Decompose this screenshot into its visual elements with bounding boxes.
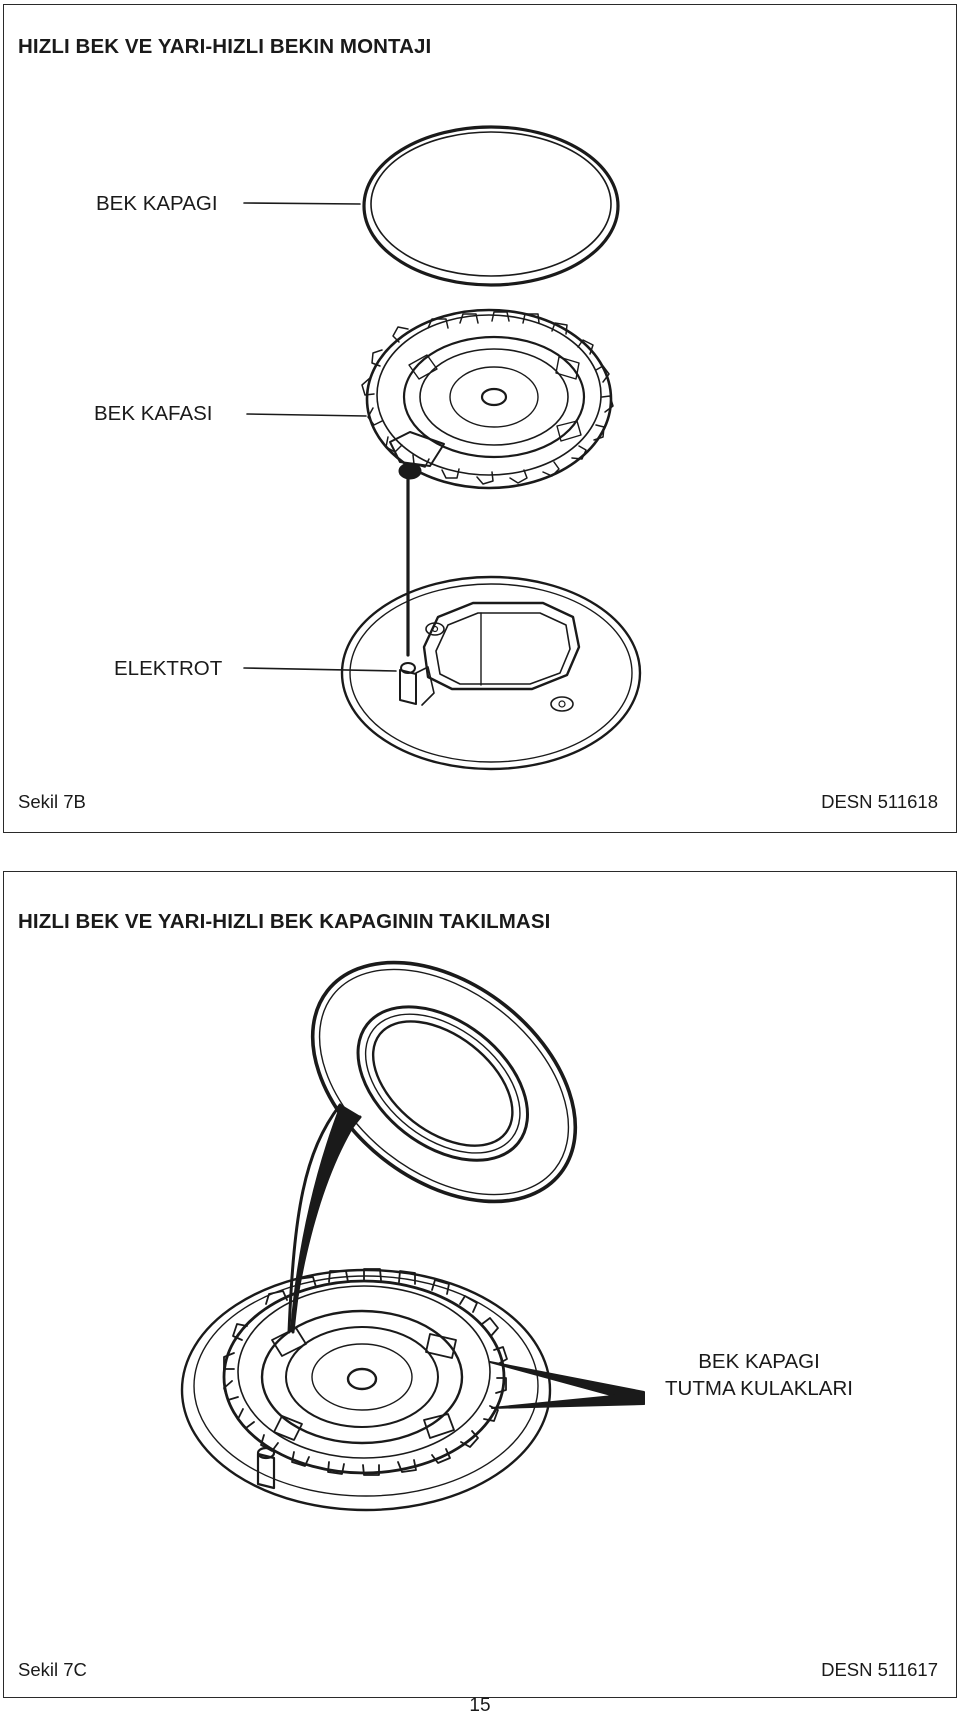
tabs-label-line1: BEK KAPAGI bbox=[698, 1350, 820, 1373]
figure-7c-panel: HIZLI BEK VE YARI-HIZLI BEK KAPAGININ TA… bbox=[3, 871, 957, 1698]
figure-7b-title: HIZLI BEK VE YARI-HIZLI BEKIN MONTAJI bbox=[18, 35, 432, 58]
burner-head-drawing bbox=[361, 308, 614, 490]
cap-label: BEK KAPAGI bbox=[96, 192, 218, 215]
figure-7c-id: Sekil 7C bbox=[18, 1659, 87, 1680]
head-leader-line bbox=[246, 413, 367, 417]
assembled-burner-drawing bbox=[180, 1268, 552, 1512]
burner-cap-drawing bbox=[362, 125, 620, 287]
figure-7b-drawing-number: DESN 511618 bbox=[821, 791, 938, 812]
figure-7c-drawing-number: DESN 511617 bbox=[821, 1659, 938, 1680]
electrode-leader-line bbox=[243, 667, 397, 672]
tabs-label-line2: TUTMA KULAKLARI bbox=[665, 1377, 853, 1400]
figure-7b-id: Sekil 7B bbox=[18, 791, 86, 812]
tilted-cap-drawing bbox=[310, 960, 578, 1204]
figure-7c-title: HIZLI BEK VE YARI-HIZLI BEK KAPAGININ TA… bbox=[18, 910, 551, 933]
tab-pointers bbox=[489, 1361, 645, 1409]
burner-base-drawing bbox=[340, 575, 642, 771]
burner-assembly-drawing bbox=[243, 125, 642, 771]
figure-7b-panel: HIZLI BEK VE YARI-HIZLI BEKIN MONTAJI bbox=[3, 4, 957, 833]
page-number: 15 bbox=[469, 1695, 491, 1716]
electrode-label: ELEKTROT bbox=[114, 657, 223, 680]
cap-leader-line bbox=[243, 202, 361, 205]
cap-fitting-drawing bbox=[180, 960, 645, 1512]
head-label: BEK KAFASI bbox=[94, 402, 213, 425]
